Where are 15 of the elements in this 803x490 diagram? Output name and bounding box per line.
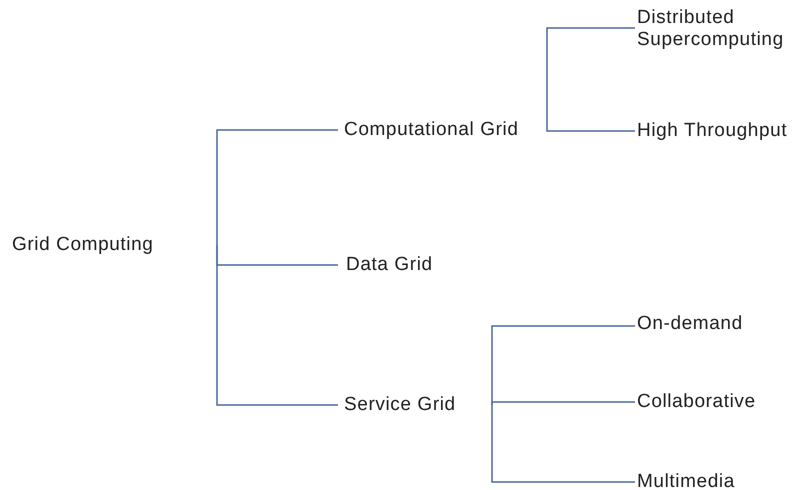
connector-line: [546, 27, 635, 130]
connector-line: [546, 130, 635, 132]
node-label: Service Grid: [344, 394, 457, 416]
connector-line: [491, 401, 635, 405]
node-label: High Throughput: [637, 120, 788, 142]
node-label: On-demand: [637, 313, 744, 335]
node-label: Grid Computing: [12, 234, 154, 256]
connector-line: [216, 129, 338, 245]
connector-line: [491, 405, 635, 483]
node-label: Data Grid: [346, 254, 434, 276]
node-label: Distributed Supercomputing: [637, 7, 785, 51]
node-label: Collaborative: [637, 391, 757, 413]
connector-line: [216, 245, 338, 406]
node-label: Multimedia: [637, 471, 736, 490]
node-label: Computational Grid: [344, 119, 520, 141]
